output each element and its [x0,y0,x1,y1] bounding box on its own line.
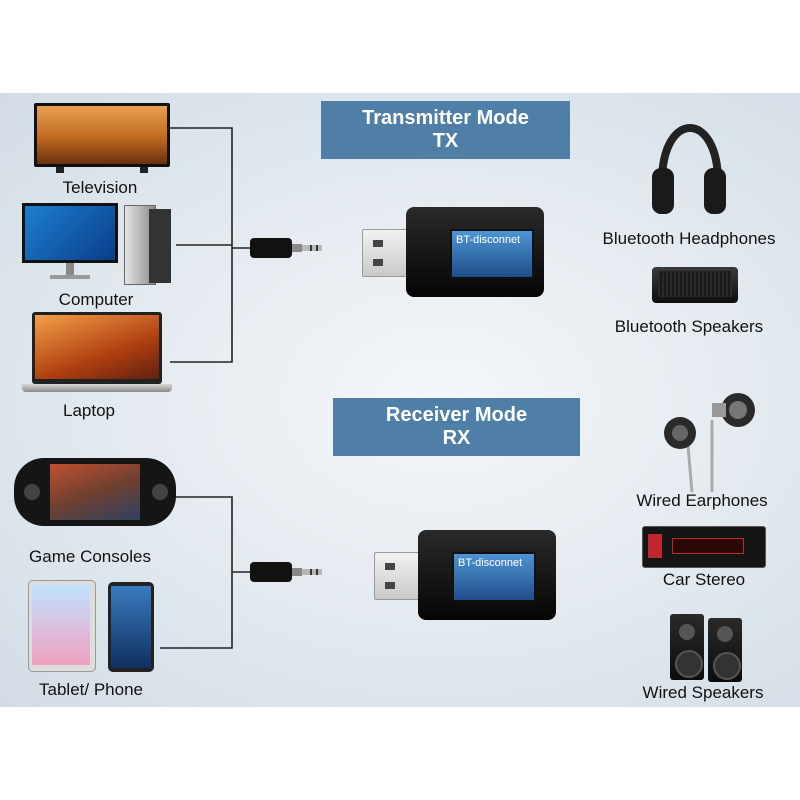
television-icon [34,103,170,173]
label-game-consoles: Game Consoles [29,547,151,566]
usb-adapter-icon: BT-disconnet [374,530,564,620]
transmitter-mode-banner: Transmitter Mode TX [321,101,570,159]
adapter-screen-text: BT-disconnet [458,557,523,569]
label-bluetooth-speakers: Bluetooth Speakers [614,317,764,336]
transmitter-mode-title: Transmitter Mode [362,107,529,129]
label-bluetooth-headphones: Bluetooth Headphones [602,229,776,248]
usb-adapter-icon: BT-disconnet [362,207,552,297]
tablet-icon [28,580,96,672]
car-stereo-icon [642,526,766,568]
receiver-mode-title: Receiver Mode [385,404,528,426]
receiver-mode-code: RX [442,427,471,449]
label-wired-earphones: Wired Earphones [636,491,768,510]
label-laptop: Laptop [63,401,115,420]
transmitter-mode-code: TX [432,130,459,152]
computer-icon [22,203,176,285]
label-tablet-phone: Tablet/ Phone [39,680,143,699]
game-console-icon [14,458,176,526]
wired-speakers-icon [670,614,742,682]
phone-icon [108,582,154,672]
adapter-screen-text: BT-disconnet [456,234,521,246]
receiver-mode-banner: Receiver Mode RX [333,398,580,456]
label-computer: Computer [58,290,134,309]
label-wired-speakers: Wired Speakers [642,683,764,702]
bluetooth-speaker-icon [652,265,738,305]
laptop-icon [22,312,172,394]
label-car-stereo: Car Stereo [662,570,746,589]
label-television: Television [62,178,138,197]
